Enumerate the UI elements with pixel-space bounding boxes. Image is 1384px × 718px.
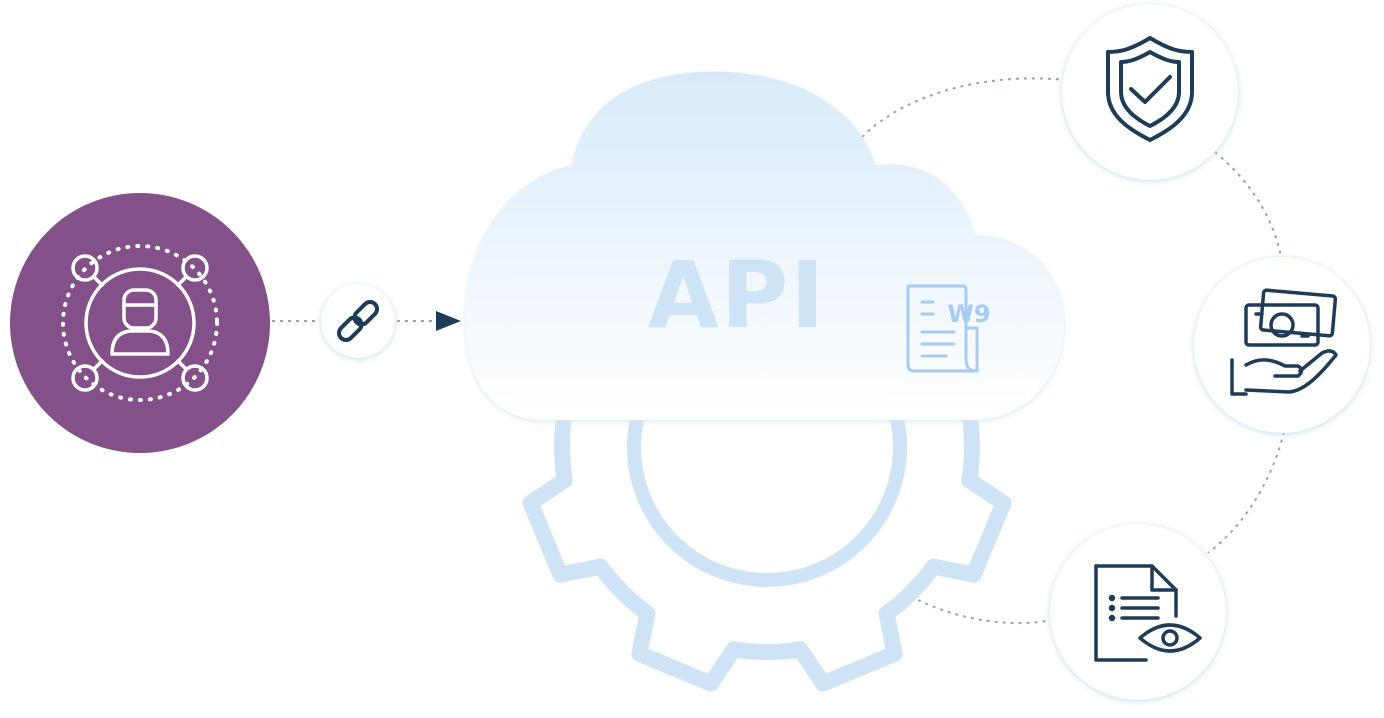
- cloud-to-document-connector: [917, 599, 1053, 625]
- link-node: [321, 284, 395, 358]
- shield-node: [1062, 4, 1238, 180]
- payment-to-document-connector: [1207, 431, 1285, 554]
- link-chain-icon: [336, 299, 380, 343]
- api-label: API: [648, 242, 827, 349]
- w9-label: W9: [947, 300, 990, 328]
- connector-lines: [272, 77, 1285, 625]
- user-network-hub: [10, 193, 270, 453]
- cloud-to-shield-connector: [861, 77, 1067, 138]
- w9-document-icon: [906, 284, 979, 373]
- api-cloud: [465, 71, 1065, 421]
- money-hand-icon: [1230, 288, 1338, 396]
- payment-node: [1194, 257, 1370, 433]
- shield-check-icon: [1106, 36, 1194, 142]
- arrow-right-icon: [436, 311, 461, 331]
- shield-to-payment-connector: [1214, 151, 1283, 263]
- document-eye-icon: [1094, 564, 1202, 662]
- document-view-node: [1050, 524, 1226, 700]
- user-network-icon: [61, 244, 219, 402]
